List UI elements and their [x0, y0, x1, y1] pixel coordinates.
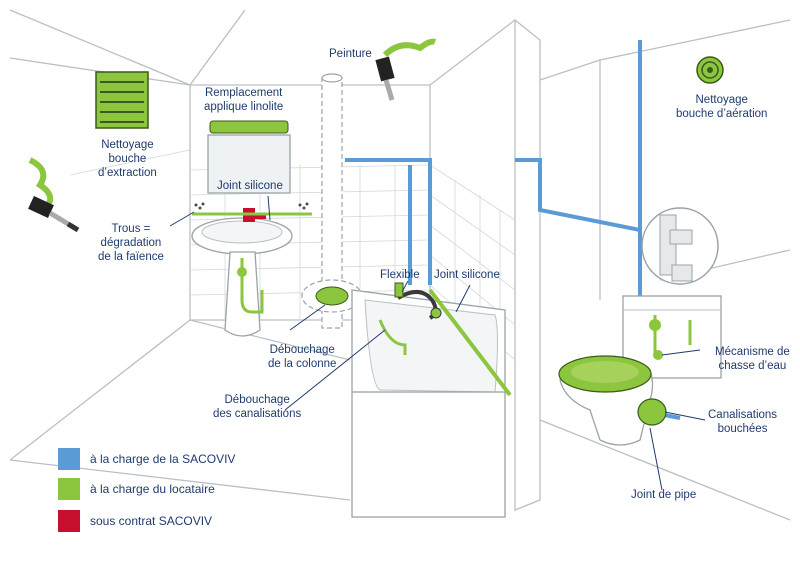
label-nettoyage-extraction: Nettoyage bouche d’extraction [98, 139, 157, 179]
linolite-light [209, 120, 289, 134]
legend-label: sous contrat SACOVIV [90, 514, 213, 528]
legend-label: à la charge de la SACOVIV [90, 452, 236, 466]
label-joint-de-pipe: Joint de pipe [631, 489, 697, 501]
vent-grille-icon [95, 71, 149, 129]
legend-swatch-green [58, 478, 80, 500]
legend-swatch-blue [58, 448, 80, 470]
legend-item-sacoviv: à la charge de la SACOVIV [58, 448, 235, 470]
label-peinture: Peinture [329, 48, 372, 60]
label-debouchage-colonne: Débouchage de la colonne [268, 344, 337, 370]
label-flexible: Flexible [380, 269, 420, 281]
paint-brush-icon [28, 157, 80, 233]
label-joint-silicone-lavabo: Joint silicone [217, 180, 283, 192]
ceiling-left [9, 9, 191, 86]
label-nettoyage-aeration: Nettoyage bouche d’aération [676, 94, 768, 120]
legend-item-contrat: sous contrat SACOVIV [58, 510, 212, 532]
column-blockage [315, 286, 349, 306]
label-canalisations-bouchees: Canalisations bouchées [708, 409, 778, 435]
paint-brush-icon [375, 38, 437, 101]
pipe-joint [637, 398, 667, 426]
bath-drain [378, 319, 407, 355]
tile-holes [194, 202, 309, 210]
bathtub-front [351, 391, 506, 518]
round-vent-icon [696, 56, 724, 84]
valve-magnifier-icon [641, 207, 719, 285]
label-joint-silicone-baignoire: Joint silicone [434, 269, 500, 281]
label-debouchage-canalisations: Débouchage des canalisations [213, 394, 302, 420]
sink-drain-pipe [240, 258, 264, 314]
leader-lines [169, 195, 706, 491]
label-mecanisme-chasse: Mécanisme de chasse d’eau [715, 346, 790, 372]
mirror [207, 134, 291, 194]
legend-label: à la charge du locataire [90, 482, 215, 496]
legend-item-locataire: à la charge du locataire [58, 478, 215, 500]
label-remplacement-applique: Remplacement applique linolite [204, 87, 284, 113]
bath-silicone-joint [428, 288, 512, 397]
legend-swatch-red [58, 510, 80, 532]
label-trous-faience: Trous = dégradation de la faïence [98, 223, 164, 263]
ceiling-back [189, 9, 246, 86]
partition-wall [514, 18, 541, 511]
